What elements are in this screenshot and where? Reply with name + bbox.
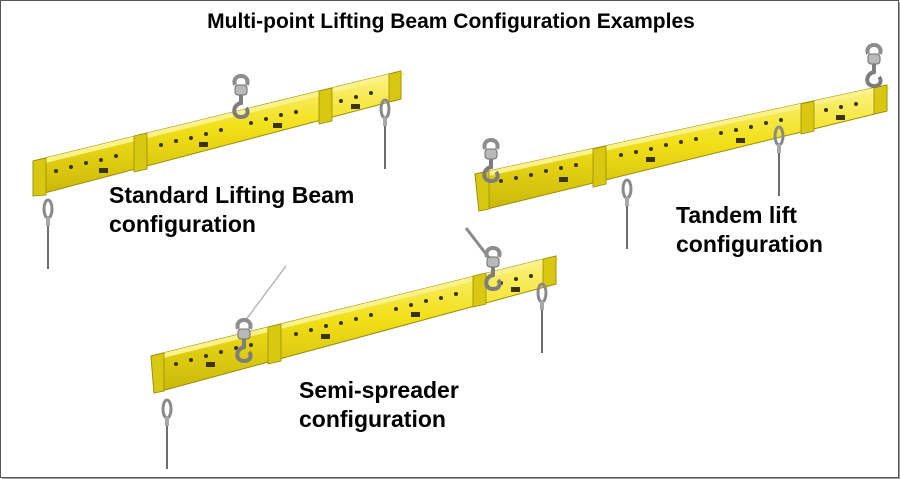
tandem-label-line1: Tandem lift: [676, 202, 797, 228]
sling-icon: [161, 398, 173, 471]
sling-icon: [621, 178, 633, 251]
semi-label-line2: configuration: [299, 406, 446, 432]
shackle-hook-icon: [865, 43, 883, 88]
tandem-lift-label: Tandem lift configuration: [676, 201, 823, 259]
diagram-title: Multi-point Lifting Beam Configuration E…: [207, 10, 695, 33]
semi-label-line1: Semi-spreader: [299, 377, 459, 403]
standard-label-line2: configuration: [109, 211, 256, 237]
standard-label-line1: Standard Lifting Beam: [109, 182, 355, 208]
tandem-label-line2: configuration: [676, 231, 823, 257]
standard-beam-label: Standard Lifting Beam configuration: [109, 181, 354, 239]
sling-icon: [536, 282, 548, 355]
standard-beam: [32, 70, 405, 271]
tandem-beam: [474, 43, 890, 251]
sling-icon: [379, 98, 391, 171]
semi-spreader-label: Semi-spreader configuration: [299, 376, 459, 434]
semi-spreader-beam: [150, 227, 559, 471]
sling-icon: [42, 198, 54, 271]
